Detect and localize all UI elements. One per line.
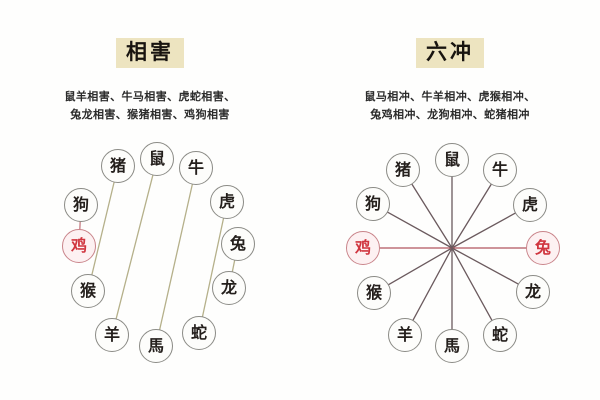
panel-title-wrap-left: 相害 [0,38,300,69]
panel-subtitle-xianghai: 鼠羊相害、牛马相害、虎蛇相害、 兔龙相害、猴猪相害、鸡狗相害 [0,88,300,124]
panel-xianghai: 相害 鼠羊相害、牛马相害、虎蛇相害、 兔龙相害、猴猪相害、鸡狗相害 猪鼠牛虎兔龙… [0,38,300,363]
zodiac-node-liuchong-7[interactable]: 馬 [435,329,469,363]
diagram-edge [412,247,453,321]
zodiac-node-liuchong-5[interactable]: 龙 [516,275,550,309]
zodiac-node-liuchong-2[interactable]: 牛 [483,153,517,187]
diagram-edge [451,212,516,249]
panel-title-wrap-right: 六冲 [300,38,600,69]
zodiac-node-liuchong-10[interactable]: 鸡 [346,231,380,265]
subtitle-line-2: 兔龙相害、猴猪相害、鸡狗相害 [70,108,230,122]
zodiac-node-liuchong-4[interactable]: 兔 [526,231,560,265]
diagram-edge [388,247,453,286]
diagram-edge [115,174,154,320]
panel-title-xianghai: 相害 [116,38,184,69]
zodiac-node-liuchong-9[interactable]: 猴 [357,276,391,310]
zodiac-node-liuchong-1[interactable]: 鼠 [435,143,469,177]
zodiac-node-xianghai-6[interactable]: 蛇 [182,316,216,350]
diagram-edge [411,183,453,249]
panel-title-liuchong: 六冲 [416,38,484,69]
subtitle-line-1: 鼠羊相害、牛马相害、虎蛇相害、 [64,90,236,103]
zodiac-node-xianghai-2[interactable]: 牛 [179,151,213,185]
zodiac-node-xianghai-11[interactable]: 狗 [64,188,98,222]
diagram-edge [231,260,236,272]
zodiac-node-liuchong-11[interactable]: 狗 [356,187,390,221]
zodiac-node-xianghai-8[interactable]: 羊 [95,318,129,352]
diagram-edge [91,181,115,276]
zodiac-node-liuchong-8[interactable]: 羊 [388,318,422,352]
diagram-xianghai: 猪鼠牛虎兔龙蛇馬羊猴鸡狗 [62,142,255,363]
zodiac-node-liuchong-3[interactable]: 虎 [513,188,547,222]
subtitle-line-2: 兔鸡相冲、龙狗相冲、蛇猪相冲 [370,108,530,122]
diagram-edge [451,183,492,249]
subtitle-line-1: 鼠马相冲、牛羊相冲、虎猴相冲、 [364,90,536,103]
zodiac-node-liuchong-0[interactable]: 猪 [386,153,420,187]
diagram-lines-right [379,176,527,330]
zodiac-node-xianghai-3[interactable]: 虎 [210,185,244,219]
diagram-lines-left [79,174,236,331]
diagram-edge [451,247,493,321]
diagram-edge [387,211,453,249]
panel-liuchong: 六冲 鼠马相冲、牛羊相冲、虎猴相冲、 兔鸡相冲、龙狗相冲、蛇猪相冲 猪鼠牛虎兔龙… [300,0,600,400]
zodiac-node-xianghai-7[interactable]: 馬 [139,329,173,363]
zodiac-node-xianghai-1[interactable]: 鼠 [140,142,174,176]
zodiac-node-xianghai-0[interactable]: 猪 [101,149,135,183]
diagram-edge [159,183,193,331]
diagram-edge [201,217,225,318]
diagram-edge [451,247,519,285]
zodiac-node-liuchong-6[interactable]: 蛇 [483,318,517,352]
panel-subtitle-liuchong: 鼠马相冲、牛羊相冲、虎猴相冲、 兔鸡相冲、龙狗相冲、蛇猪相冲 [300,88,600,124]
zodiac-node-xianghai-10[interactable]: 鸡 [62,229,96,263]
zodiac-node-xianghai-5[interactable]: 龙 [212,271,246,305]
zodiac-node-xianghai-4[interactable]: 兔 [221,227,255,261]
diagram-liuchong: 猪鼠牛虎兔龙蛇馬羊猴鸡狗 [300,0,600,400]
zodiac-node-xianghai-9[interactable]: 猴 [71,274,105,308]
